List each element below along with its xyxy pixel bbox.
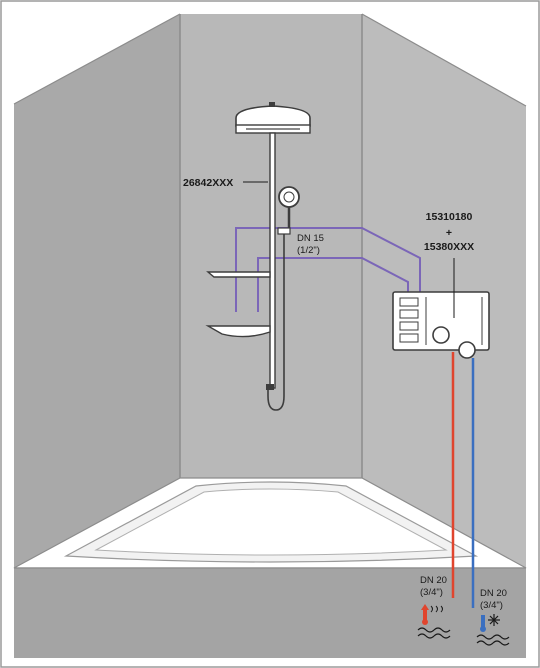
upper-shelf (206, 271, 271, 278)
thermostat-control (392, 291, 490, 359)
thermostat-model-label-1: 15310180 (426, 211, 473, 223)
lower-shelf (205, 325, 271, 338)
temperature-knob (432, 326, 450, 344)
right-wall (362, 14, 526, 568)
bathtub-front (14, 568, 526, 658)
left-wall (14, 14, 180, 568)
volume-knob (458, 341, 476, 359)
shower-system (205, 102, 311, 411)
overhead-shower-head (235, 105, 311, 127)
thermostat-model-plus: + (446, 227, 452, 239)
dn15-size-label: (1/2") (297, 245, 320, 256)
cold-water-icon (476, 614, 510, 646)
shower-model-label: 26842XXX (183, 177, 233, 189)
hot-water-icon (417, 604, 451, 639)
shower-hose (267, 234, 285, 411)
hot-dn-label: DN 20 (420, 575, 447, 586)
cold-size-label: (3/4") (480, 600, 503, 611)
dn15-label: DN 15 (297, 233, 324, 244)
shower-riser (269, 132, 276, 389)
bathtub (13, 477, 527, 658)
cold-dn-label: DN 20 (480, 588, 507, 599)
thermostat-model-label-2: 15380XXX (424, 241, 474, 253)
hot-size-label: (3/4") (420, 587, 443, 598)
